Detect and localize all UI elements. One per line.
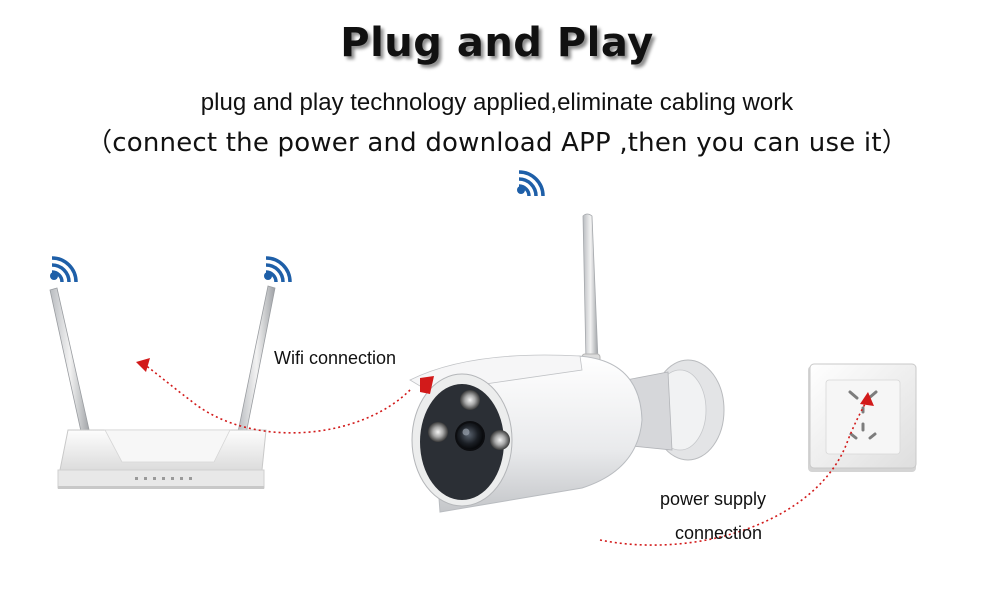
power-supply-line bbox=[599, 401, 867, 546]
power-connection-label: connection bbox=[675, 523, 763, 543]
power-supply-arrowhead bbox=[860, 392, 874, 406]
power-supply-label: power supply bbox=[660, 489, 767, 509]
wifi-icon bbox=[517, 170, 545, 197]
camera bbox=[409, 213, 725, 513]
page-title: Plug and Play bbox=[340, 20, 654, 66]
subtitle-instructions: （connect the power and download APP ,the… bbox=[86, 128, 908, 158]
wifi-icon bbox=[264, 256, 292, 283]
wifi-icon bbox=[50, 256, 78, 283]
subtitle-technology: plug and play technology applied,elimina… bbox=[200, 89, 794, 116]
wifi-connection-label: Wifi connection bbox=[274, 348, 397, 368]
wall-socket bbox=[808, 363, 917, 472]
wifi-connection-arrowhead bbox=[136, 358, 150, 372]
router bbox=[49, 285, 276, 489]
wifi-connection-line bbox=[144, 364, 411, 434]
